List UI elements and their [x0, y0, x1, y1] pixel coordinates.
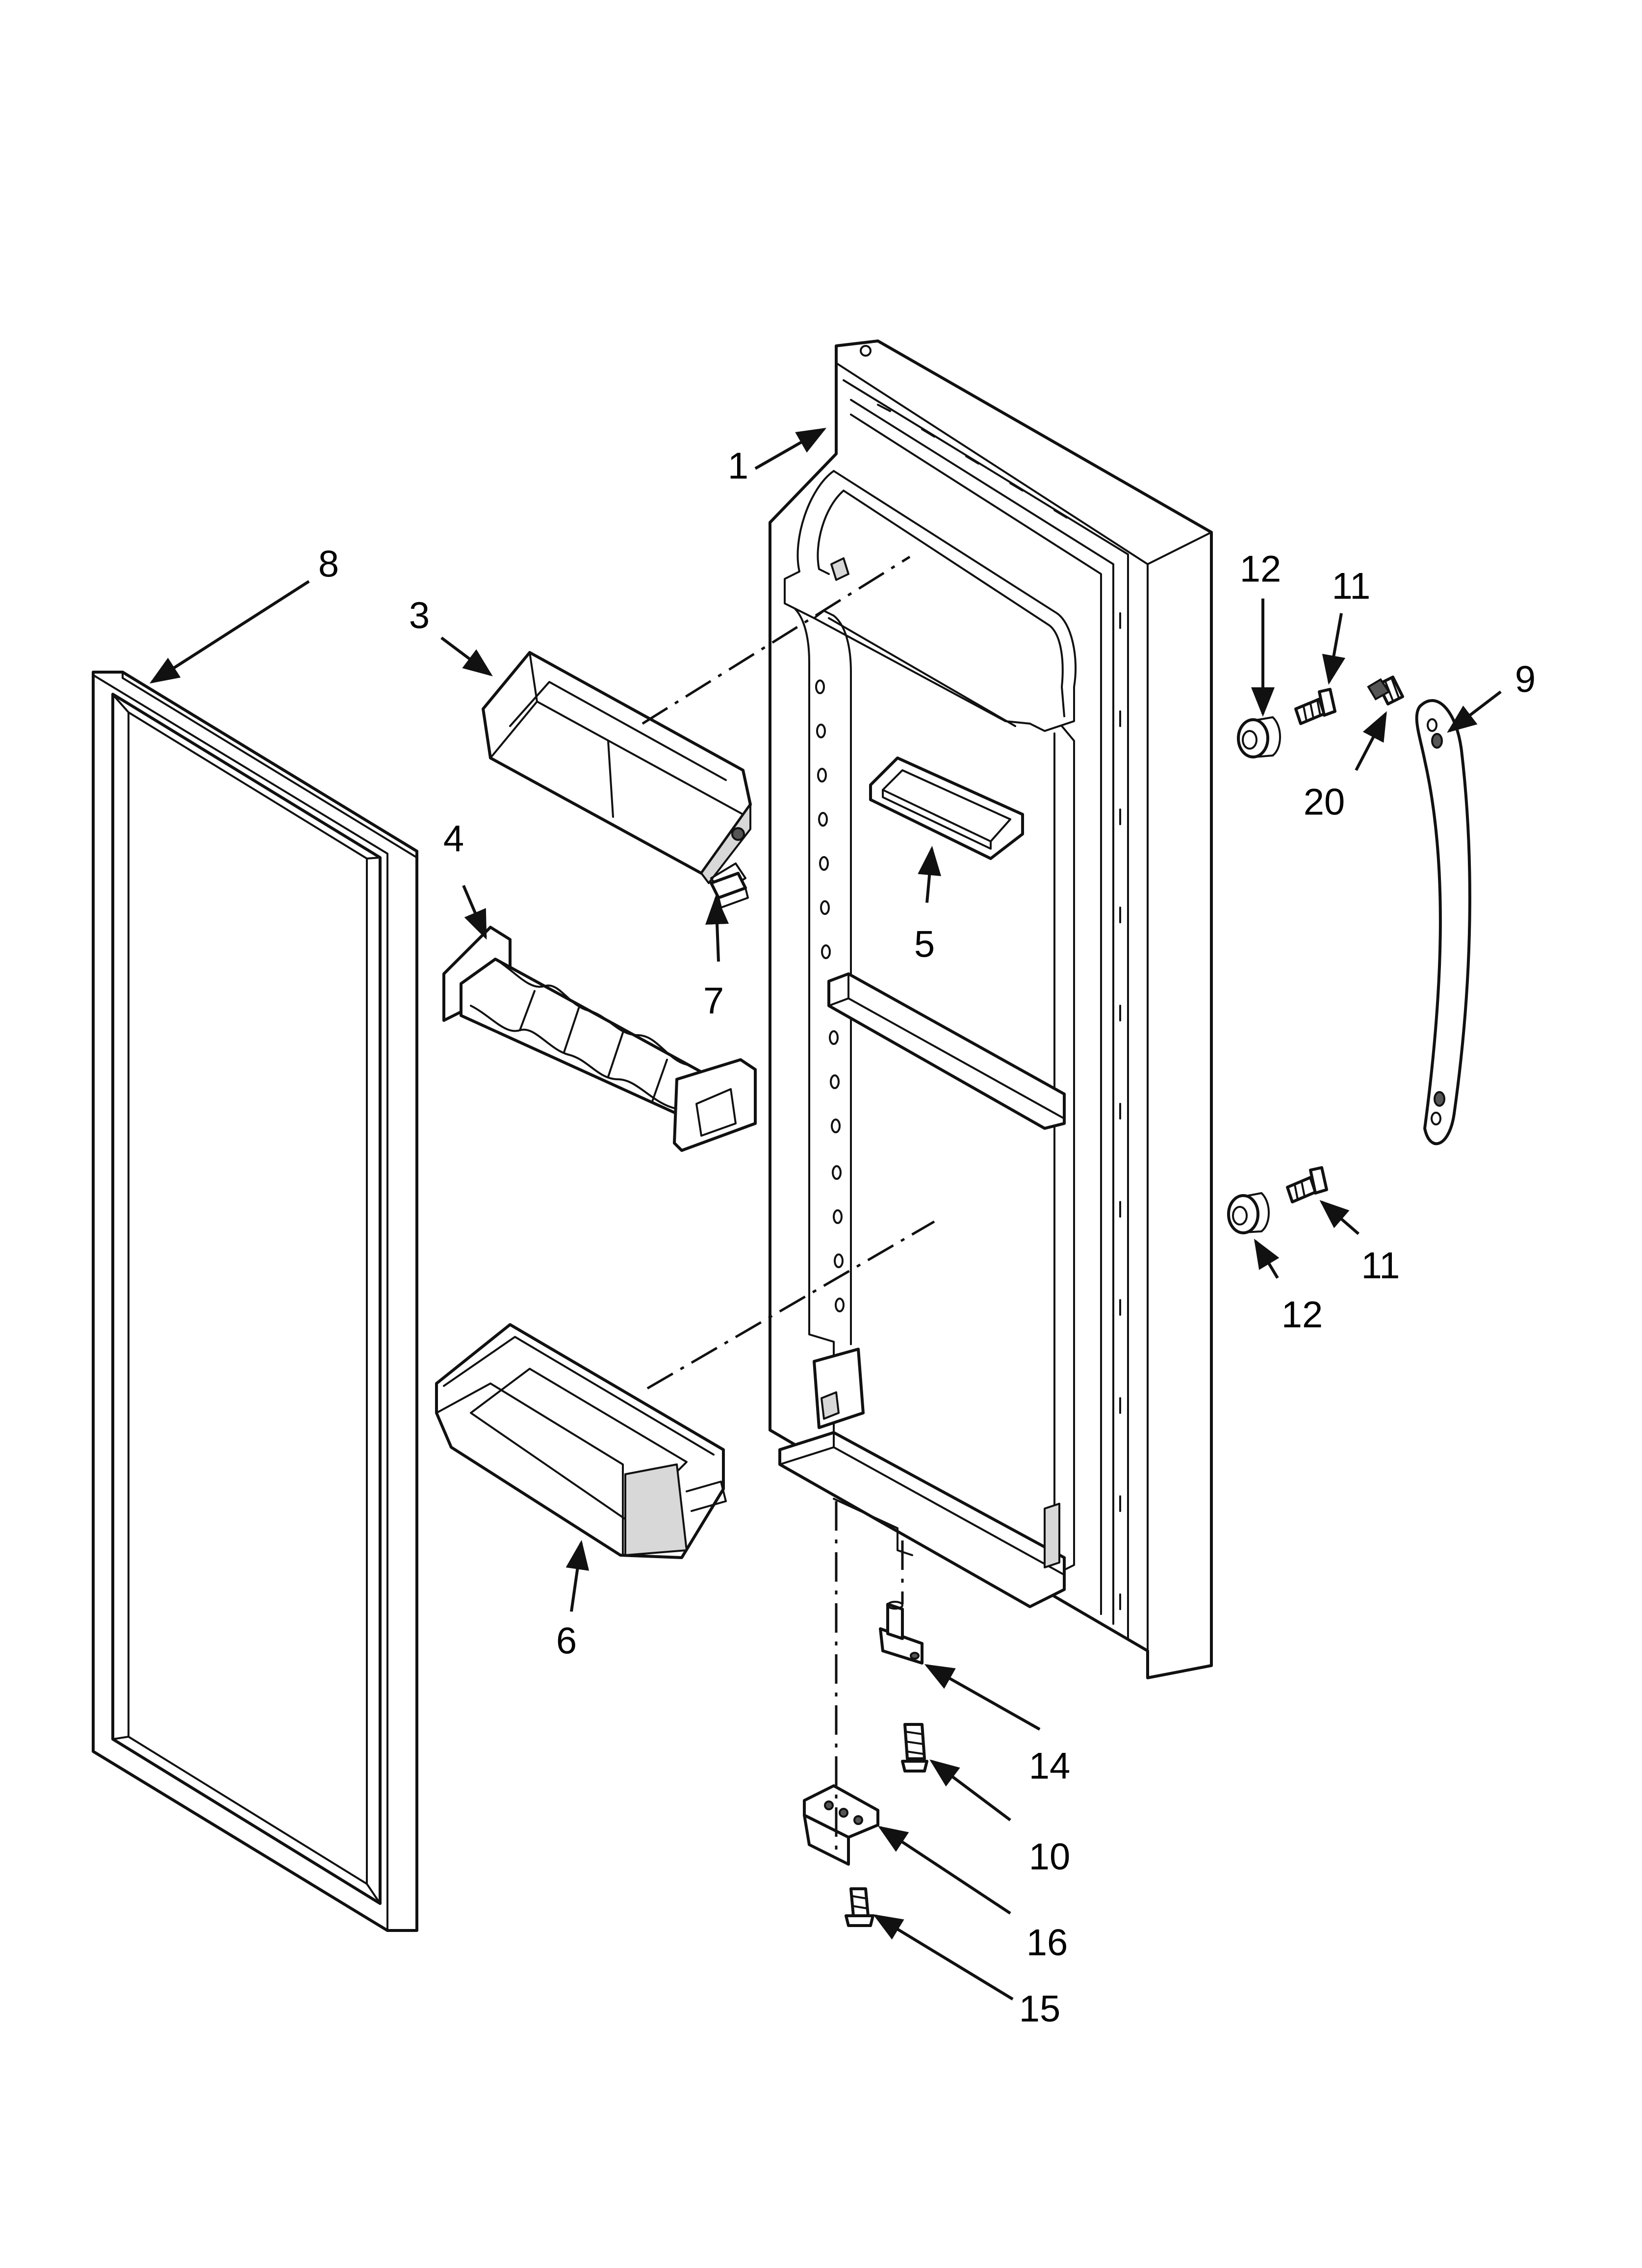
handle: [1415, 699, 1471, 1146]
small-bin: [869, 756, 1024, 860]
callout-1: 1: [728, 445, 748, 487]
callout-3: 3: [409, 595, 430, 637]
hinge-pin-14: [879, 1601, 924, 1665]
callout-6: 6: [556, 1620, 577, 1662]
screw-15: [845, 1887, 874, 1927]
spacer-bottom: [1227, 1192, 1270, 1234]
spacer-top: [1237, 716, 1281, 758]
screw-top-11: [1294, 688, 1336, 725]
callout-12-top: 12: [1240, 548, 1282, 590]
callout-11-top: 11: [1332, 566, 1371, 607]
screw-10: [901, 1723, 928, 1773]
liner-holes: [815, 679, 845, 1312]
callout-15: 15: [1019, 1988, 1061, 2030]
hinge-16: [803, 1784, 879, 1866]
callout-7: 7: [703, 980, 724, 1022]
callout-labels: 1 8 3 4 7 5 6 12 11 9 20 11 12 14 10 16 …: [318, 445, 1536, 2030]
screw-bottom-11: [1286, 1166, 1328, 1203]
callout-4: 4: [443, 818, 464, 860]
callout-14: 14: [1029, 1746, 1071, 1787]
door-gasket: [92, 671, 418, 1932]
leader-lines: [149, 428, 1502, 2001]
door-liner-assembly: [769, 339, 1213, 1679]
callout-11-bottom: 11: [1361, 1245, 1400, 1287]
callout-9: 9: [1515, 659, 1536, 701]
callout-5: 5: [914, 924, 935, 965]
screw-20: [1367, 676, 1404, 705]
egg-shelf: [442, 926, 757, 1152]
alignment-lines: [641, 555, 935, 1854]
callout-10: 10: [1029, 1836, 1071, 1878]
door-bin: [435, 1323, 727, 1559]
callout-20: 20: [1304, 782, 1345, 823]
callout-8: 8: [318, 544, 339, 585]
gasket-ticks: [877, 404, 1121, 1610]
dairy-door: [482, 651, 752, 894]
callout-16: 16: [1026, 1922, 1068, 1964]
callout-12-bottom: 12: [1282, 1294, 1323, 1336]
